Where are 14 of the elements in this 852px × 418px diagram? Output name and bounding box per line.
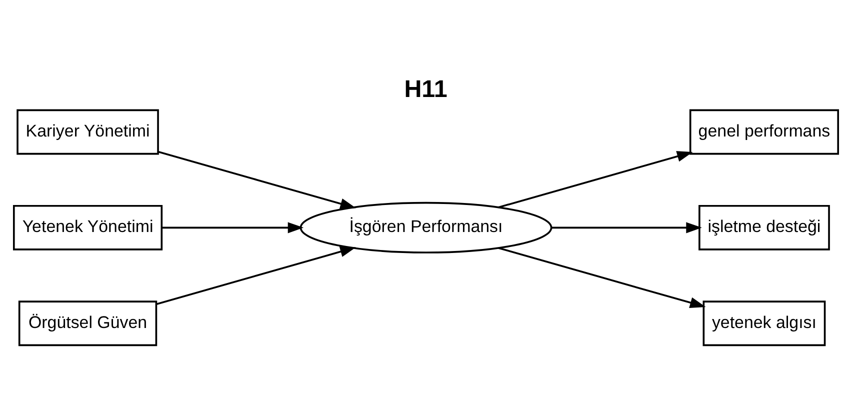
arrow xyxy=(498,150,693,208)
diagram-title: H11 xyxy=(404,75,448,102)
node-ellipse: İşgören Performansı xyxy=(300,201,552,253)
node-box: Örgütsel Güven xyxy=(18,300,158,346)
arrow xyxy=(551,222,702,233)
node-box: yetenek algısı xyxy=(702,300,826,346)
node-box: Kariyer Yönetimi xyxy=(16,108,159,154)
node-box: işletme desteği xyxy=(698,204,830,250)
arrow xyxy=(162,222,304,233)
node-box: genel performans xyxy=(689,108,839,154)
arrow xyxy=(158,150,356,209)
node-box: Yetenek Yönetimi xyxy=(13,204,163,250)
arrow xyxy=(156,246,356,304)
arrow xyxy=(498,246,706,308)
